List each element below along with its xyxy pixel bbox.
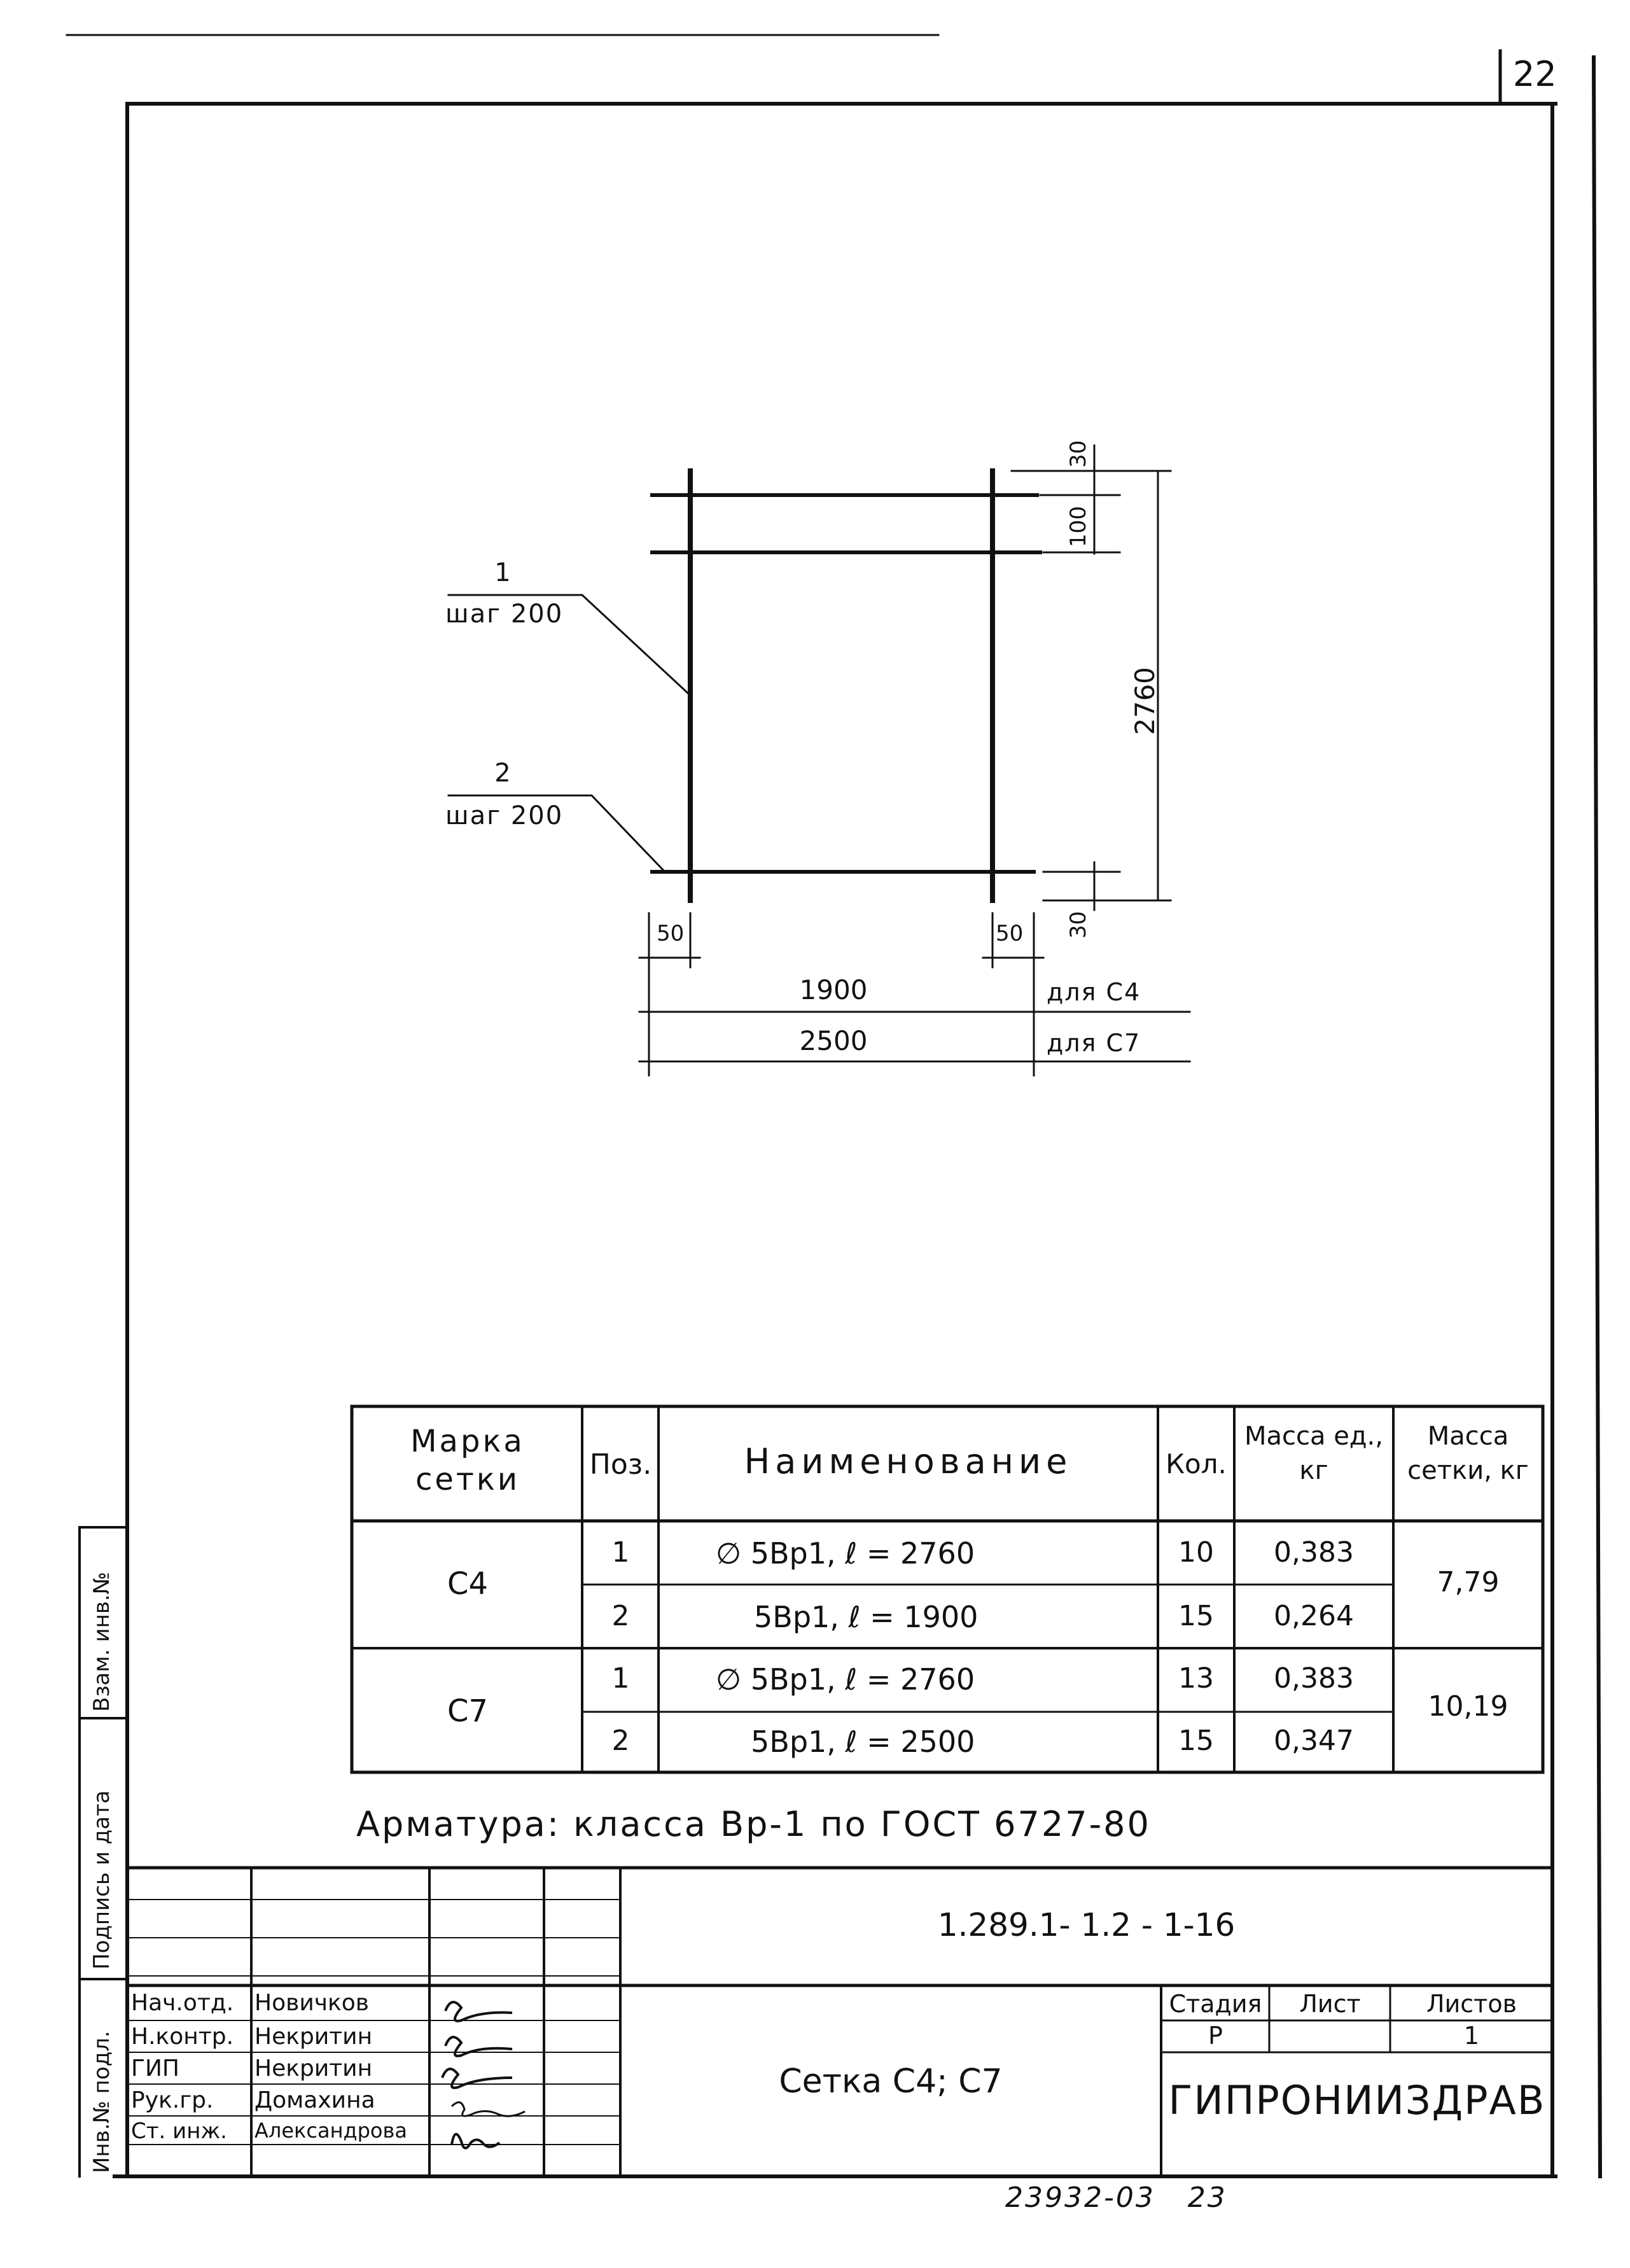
table-row-mass: 0,383 bbox=[1274, 1536, 1354, 1569]
table-mass-c7: 10,19 bbox=[1428, 1690, 1508, 1723]
role-label: Нач.отд. bbox=[131, 1990, 234, 2016]
dim-right-offset: 50 bbox=[996, 921, 1024, 946]
table-row-mass: 0,347 bbox=[1274, 1725, 1354, 1757]
side-stamp-inv-orig: Инв.№ подл. bbox=[89, 2031, 115, 2173]
sheet-number: 22 bbox=[1513, 54, 1557, 94]
sheet-title: Сетка С4; С7 bbox=[779, 2062, 1003, 2101]
drawing-code: 1.289.1- 1.2 - 1-16 bbox=[937, 1907, 1236, 1943]
table-row-name: ∅ 5Вр1, ℓ = 2760 bbox=[716, 1536, 975, 1571]
dim-width-c7: 2500 bbox=[799, 1025, 868, 1056]
dim-top-spacing: 100 bbox=[1066, 506, 1091, 547]
table-mark-c4: С4 bbox=[447, 1566, 489, 1602]
side-stamp-sign-date: Подпись и дата bbox=[89, 1790, 115, 1970]
table-row-qty: 15 bbox=[1178, 1725, 1214, 1757]
header-mark: Марка сетки bbox=[410, 1424, 525, 1497]
table-row-name: 5Вр1, ℓ = 2500 bbox=[751, 1725, 975, 1759]
role-name: Новичков bbox=[254, 1990, 369, 2016]
side-stamp-inv-repl: Взам. инв.№ bbox=[89, 1571, 115, 1712]
table-row-qty: 10 bbox=[1178, 1536, 1214, 1569]
table-row-name: 5Вр1, ℓ = 1900 bbox=[754, 1600, 979, 1634]
sheets-value: 1 bbox=[1463, 2022, 1480, 2050]
callout-2-pos: 2 bbox=[494, 759, 511, 788]
table-row-mass: 0,264 bbox=[1274, 1600, 1354, 1632]
sheet-label: Лист bbox=[1299, 1990, 1361, 2018]
dim-top-offset: 30 bbox=[1066, 440, 1091, 468]
table-row-pos: 2 bbox=[611, 1600, 630, 1632]
footer-code: 23932-03 23 bbox=[1005, 2181, 1227, 2214]
reinforcement-note: Арматура: класса Вр-1 по ГОСТ 6727-80 bbox=[356, 1804, 1151, 1844]
dim-left-offset: 50 bbox=[657, 921, 685, 946]
stage-label: Стадия bbox=[1169, 1990, 1262, 2018]
table-row-qty: 13 bbox=[1178, 1662, 1214, 1695]
header-mass-unit: Масса ед., кг bbox=[1244, 1422, 1383, 1485]
role-name: Некритин bbox=[254, 2024, 373, 2050]
role-name: Некритин bbox=[254, 2055, 373, 2082]
role-label: Ст. инж. bbox=[131, 2118, 227, 2144]
organization-name: ГИПРОНИИЗДРАВ bbox=[1168, 2077, 1546, 2124]
dim-for-c4: для С4 bbox=[1047, 978, 1141, 1006]
header-qty: Кол. bbox=[1166, 1448, 1227, 1480]
dim-height: 2760 bbox=[1129, 667, 1160, 735]
dim-bottom-offset: 30 bbox=[1066, 911, 1091, 939]
table-row-qty: 15 bbox=[1178, 1600, 1214, 1632]
table-row-pos: 1 bbox=[611, 1536, 630, 1569]
role-name: Александрова bbox=[254, 2118, 407, 2143]
table-mass-c4: 7,79 bbox=[1437, 1566, 1500, 1599]
header-name: Наименование bbox=[744, 1441, 1073, 1481]
table-row-mass: 0,383 bbox=[1274, 1662, 1354, 1695]
header-pos: Поз. bbox=[589, 1448, 652, 1481]
role-label: Н.контр. bbox=[131, 2024, 234, 2050]
dim-for-c7: для С7 bbox=[1047, 1029, 1141, 1057]
table-mark-c7: С7 bbox=[447, 1693, 489, 1729]
stage-value: Р bbox=[1208, 2022, 1223, 2050]
role-label: Рук.гр. bbox=[131, 2087, 214, 2113]
callout-2-step: шаг 200 bbox=[445, 801, 564, 830]
role-name: Домахина bbox=[254, 2087, 375, 2113]
callout-1-pos: 1 bbox=[494, 558, 511, 587]
table-row-pos: 1 bbox=[611, 1662, 630, 1695]
role-label: ГИП bbox=[131, 2055, 179, 2082]
sheets-label: Листов bbox=[1426, 1990, 1517, 2018]
signature-marks bbox=[441, 2001, 526, 2150]
table-row-name: ∅ 5Вр1, ℓ = 2760 bbox=[716, 1662, 975, 1697]
dim-width-c4: 1900 bbox=[799, 974, 868, 1005]
callout-1-step: шаг 200 bbox=[445, 599, 564, 629]
table-row-pos: 2 bbox=[611, 1725, 630, 1757]
header-mass-net: Масса сетки, кг bbox=[1407, 1422, 1529, 1485]
